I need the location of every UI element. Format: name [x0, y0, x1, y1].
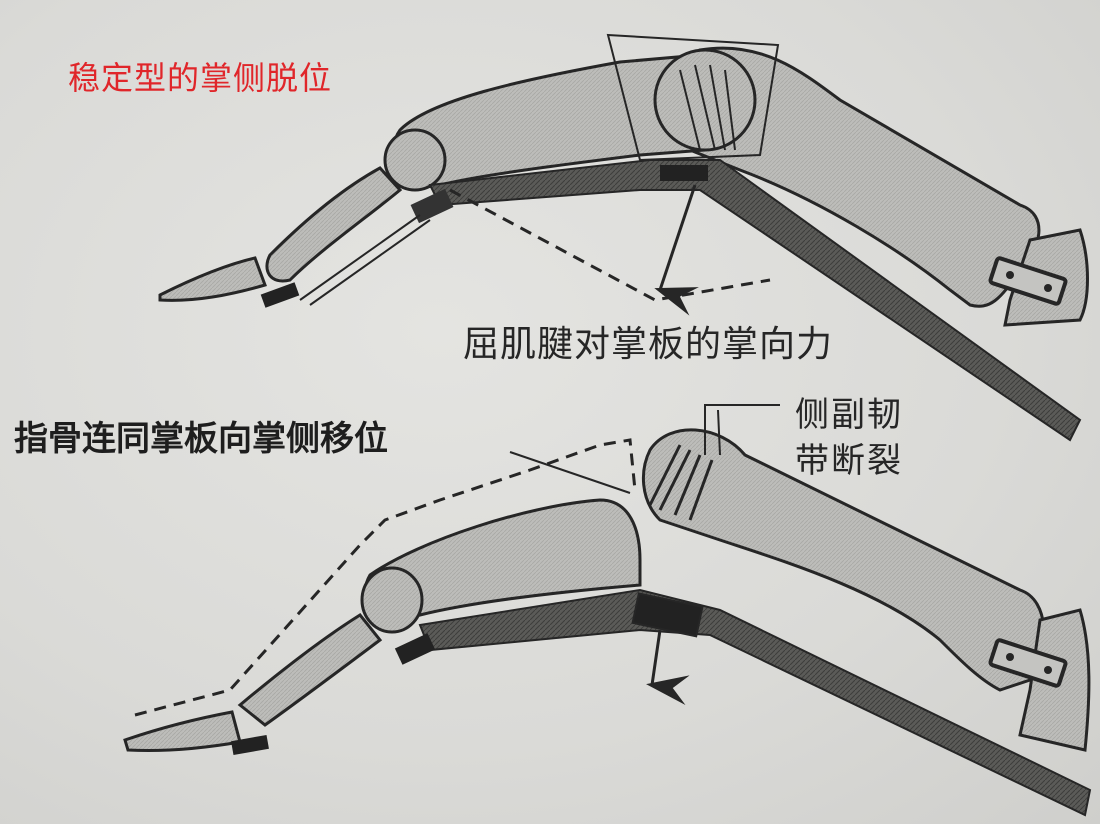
- flexor-tendon-bottom: [418, 588, 1092, 817]
- middle-phalanx-bottom: [237, 613, 383, 727]
- displacement-arrow: [646, 629, 690, 706]
- collateral-ligament-rupture-label: 侧副韧 带断裂: [795, 392, 903, 484]
- top-panel-finger: [158, 33, 1089, 442]
- force-dashed-line: [449, 188, 771, 302]
- volar-plate-pulley: [631, 592, 704, 638]
- ligament-leader-bracket: [704, 404, 780, 456]
- original-position-dashed-outline: [134, 438, 637, 717]
- ligament-label-line-1: 侧副韧: [795, 395, 903, 435]
- phalanx-displacement-label: 指骨连同掌板向掌侧移位: [14, 419, 388, 459]
- bottom-panel-finger: [123, 404, 1092, 817]
- flexor-force-label: 屈肌腱对掌板的掌向力: [463, 324, 834, 365]
- volar-force-arrow: [654, 184, 699, 316]
- figure-title: 稳定型的掌侧脱位: [68, 59, 333, 97]
- metacarpal-bone-bottom: [641, 428, 1046, 692]
- middle-phalanx-top: [265, 166, 403, 283]
- distal-phalanx-bottom: [123, 710, 242, 753]
- ligament-label-line-2: 带断裂: [795, 441, 903, 481]
- displacement-leader-line: [509, 451, 631, 494]
- flexor-tendon-top: [428, 159, 1082, 442]
- joint-capsule-box: [606, 33, 780, 162]
- distal-phalanx-top: [158, 256, 267, 302]
- screw-plate-top: [988, 256, 1068, 306]
- screw-plate-bottom: [988, 638, 1068, 688]
